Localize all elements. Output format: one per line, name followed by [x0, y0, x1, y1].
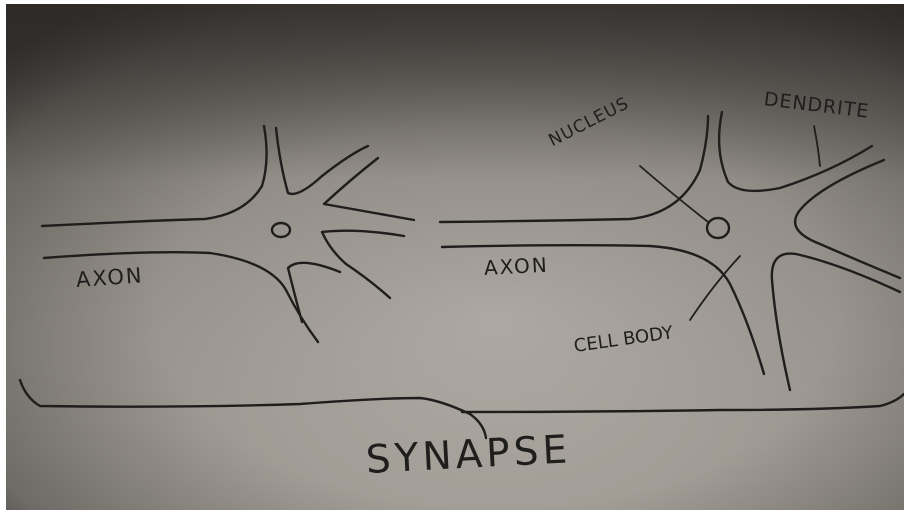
- right-dendrite-upper: [719, 112, 872, 191]
- right-neuron: [440, 112, 900, 390]
- axon-label-left: AXON: [75, 263, 144, 292]
- left-dendrite-right-lower: [322, 231, 404, 298]
- left-axon-upper-line: [42, 126, 267, 226]
- left-dendrite-top-inner: [276, 128, 368, 194]
- right-nucleus-circle: [707, 218, 729, 238]
- synapse-bracket: [20, 380, 904, 438]
- left-dendrite-bottom: [288, 263, 340, 322]
- right-dendrite-lower: [772, 254, 900, 390]
- left-nucleus-circle: [272, 223, 290, 237]
- dendrite-pointer-line: [814, 126, 820, 166]
- left-neuron: [42, 126, 414, 342]
- axon-label-right: AXON: [483, 253, 549, 280]
- left-dendrite-top-outer: [324, 158, 414, 220]
- left-axon-lower-line: [44, 252, 318, 342]
